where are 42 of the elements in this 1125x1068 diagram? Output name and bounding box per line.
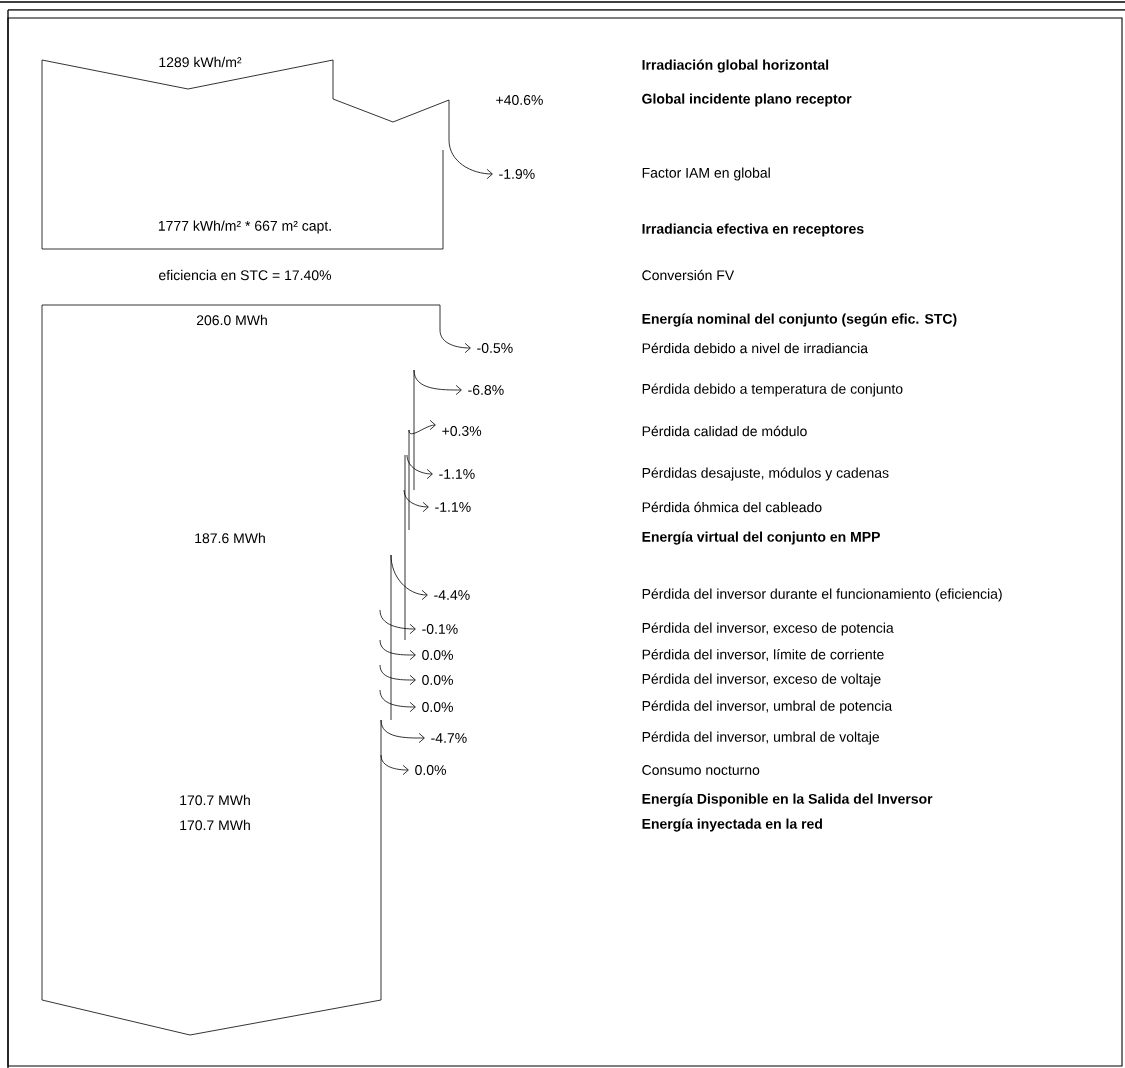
- loss-description: Pérdida del inversor, umbral de voltaje: [642, 731, 880, 745]
- loss-description: Energía nominal del conjunto (según efic. STC): [642, 313, 957, 327]
- percentage-label: 0.0%: [422, 702, 453, 712]
- loss-description: Irradiación global horizontal: [642, 59, 829, 73]
- loss-description: Pérdida del inversor, umbral de potencia: [642, 700, 893, 714]
- loss-description: Pérdida del inversor, límite de corriente: [642, 648, 884, 662]
- loss-description: Pérdida del inversor durante el funcionamiento (eficiencia): [642, 588, 1002, 602]
- loss-description: Consumo nocturno: [642, 765, 760, 775]
- loss-description: Pérdida calidad de módulo: [642, 425, 807, 437]
- value-label: 170.7 MWh: [180, 794, 250, 806]
- loss-description: Pérdidas desajuste, módulos y cadenas: [642, 467, 889, 481]
- loss-description: Pérdida debido a temperatura de conjunto: [642, 383, 903, 397]
- value-label: eficiencia en STC = 17.40%: [159, 269, 332, 281]
- loss-description: Pérdida del inversor, exceso de voltaje: [642, 673, 881, 687]
- percentage-label: -4.7%: [431, 733, 467, 743]
- value-label: 187.6 MWh: [195, 532, 265, 544]
- value-label: 1289 kWh/m²: [159, 56, 242, 68]
- loss-description: Energía inyectada en la red: [642, 818, 822, 832]
- percentage-label: +0.3%: [442, 426, 482, 436]
- loss-description: Pérdida debido a nivel de irradiancia: [642, 342, 868, 354]
- percentage-label: +40.6%: [496, 95, 543, 105]
- percentage-label: -1.9%: [499, 169, 535, 179]
- percentage-label: 0.0%: [422, 650, 453, 660]
- loss-description: Energía virtual del conjunto en MPP: [642, 531, 880, 545]
- loss-description: Irradiancia efectiva en receptores: [642, 223, 864, 237]
- percentage-label: -0.1%: [422, 624, 458, 634]
- percentage-label: -6.8%: [468, 385, 504, 395]
- loss-description: Factor IAM en global: [642, 167, 770, 181]
- value-label: 206.0 MWh: [196, 314, 267, 326]
- value-label: 170.7 MWh: [180, 819, 250, 831]
- percentage-label: -1.1%: [435, 502, 471, 512]
- value-label: 1777 kWh/m² * 667 m² capt.: [158, 220, 331, 234]
- percentage-label: -1.1%: [439, 469, 475, 479]
- loss-description: Pérdida del inversor, exceso de potencia: [642, 622, 894, 636]
- loss-description: Conversión FV: [642, 269, 735, 281]
- loss-description: Global incidente plano receptor: [642, 93, 852, 107]
- loss-description: Pérdida óhmica del cableado: [642, 501, 822, 513]
- percentage-label: -4.4%: [434, 590, 470, 600]
- percentage-label: 0.0%: [415, 765, 446, 775]
- loss-description: Energía Disponible en la Salida del Inversor: [642, 793, 933, 807]
- percentage-label: -0.5%: [477, 343, 513, 353]
- percentage-label: 0.0%: [422, 675, 453, 685]
